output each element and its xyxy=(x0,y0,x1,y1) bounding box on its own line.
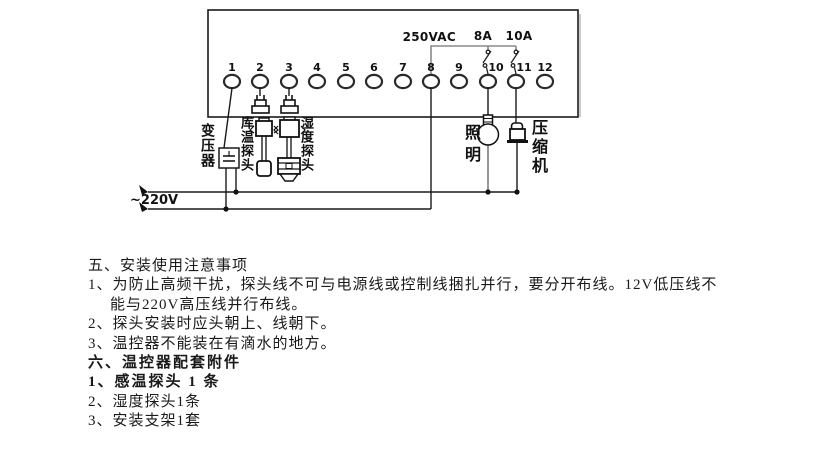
controller-box xyxy=(207,9,581,118)
switch-10a-icon xyxy=(510,49,520,75)
terminal-label-2: 2 xyxy=(256,61,264,74)
section-6-heading: 六、温控器配套附件 xyxy=(88,355,242,372)
accessory-1: 1、感温探头 1 条 xyxy=(88,374,221,391)
switch-8a-icon xyxy=(482,49,492,75)
note-5-2: 2、探头安装时应头朝上、线朝下。 xyxy=(88,316,337,333)
note-5-3: 3、温控器不能装在有滴水的地方。 xyxy=(88,335,337,352)
instructions-text: 五、安装使用注意事项 1、为防止高频干扰，探头线不可与电源线或控制线捆扎并行，要… xyxy=(88,257,748,432)
note-5-1b: 能与220V高压线并行布线。 xyxy=(110,296,308,313)
temp-probe-label: 库温探头 xyxy=(239,116,254,172)
accessory-2: 2、湿度探头1条 xyxy=(88,393,202,410)
terminal-label-8: 8 xyxy=(427,61,435,74)
external-wires xyxy=(148,87,518,210)
terminal-label-4: 4 xyxy=(313,61,321,74)
terminal-label-1: 1 xyxy=(228,61,236,74)
compressor-label: 压缩机 xyxy=(529,119,546,176)
humidity-probe-symbol xyxy=(273,116,306,182)
compressor-symbol xyxy=(507,122,528,143)
transformer-label: 变压器 xyxy=(199,123,214,168)
terminal-label-5: 5 xyxy=(342,61,350,74)
accessory-3: 3、安装支架1套 xyxy=(88,413,202,430)
terminal-label-10: 10 xyxy=(488,61,504,74)
mains-arrow-icons xyxy=(139,185,148,212)
junction-dots xyxy=(223,189,520,212)
terminal-label-12: 12 xyxy=(537,61,552,74)
humidity-probe-label: 湿度探头 xyxy=(299,116,314,172)
terminal-numbers: 1 2 3 4 5 6 7 8 9 10 11 12 xyxy=(228,61,552,74)
terminal-label-6: 6 xyxy=(370,61,378,74)
mains-voltage-label: ~220V xyxy=(130,193,179,208)
terminal-label-11: 11 xyxy=(516,61,531,74)
internal-bus xyxy=(430,45,517,74)
terminal-label-3: 3 xyxy=(285,61,293,74)
section-5-heading: 五、安装使用注意事项 xyxy=(88,258,249,274)
terminal-circles xyxy=(222,73,555,90)
rating-8a: 8A xyxy=(474,29,493,43)
lighting-label: 照明 xyxy=(462,124,479,168)
lamp-symbol xyxy=(476,114,500,146)
transformer-symbol xyxy=(218,147,240,169)
terminal-label-9: 9 xyxy=(455,61,463,74)
note-5-1: 1、为防止高频干扰，探头线不可与电源线或控制线捆扎并行，要分开布线。12V低压线… xyxy=(88,277,718,294)
terminal-label-7: 7 xyxy=(399,61,407,74)
probe-plug-icons xyxy=(251,95,299,114)
rating-10a: 10A xyxy=(506,29,533,43)
temp-probe-symbol xyxy=(249,117,279,177)
rating-250vac: 250VAC xyxy=(403,30,456,44)
